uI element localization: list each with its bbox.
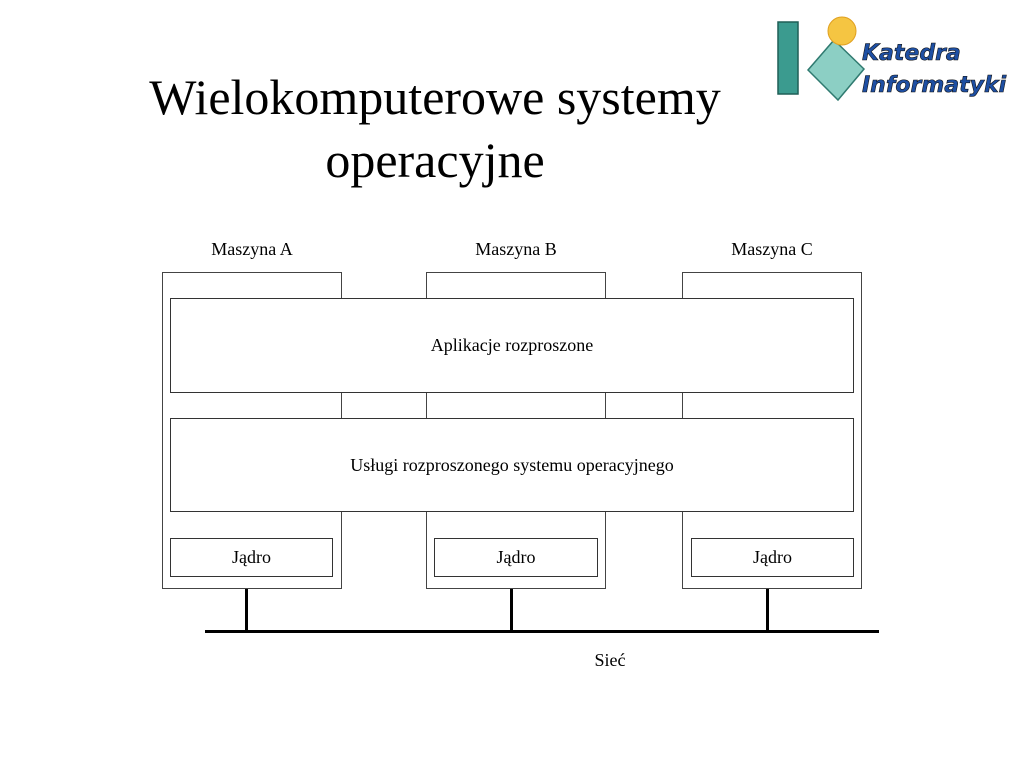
network-link-a xyxy=(245,589,248,632)
slide-title: Wielokomputerowe systemy operacyjne xyxy=(149,69,721,188)
logo-bar xyxy=(777,21,799,95)
katedra-logo xyxy=(777,16,866,102)
distributed-applications-label: Aplikacje rozproszone xyxy=(430,335,594,355)
distributed-os-services-label: Usługi rozproszonego systemu operacyjneg… xyxy=(350,454,674,475)
kernel-a-label: Jądro xyxy=(232,547,271,567)
kernel-b: Jądro xyxy=(434,538,598,577)
kernel-c: Jądro xyxy=(691,538,854,577)
machine-label-a: Maszyna A xyxy=(211,239,293,259)
logo-text-informatyki: Informatyki xyxy=(862,73,1007,98)
network-bus-line xyxy=(205,630,879,633)
logo-diamond xyxy=(806,38,866,102)
network-link-c xyxy=(766,589,769,632)
distributed-applications-layer: Aplikacje rozproszone xyxy=(170,298,854,393)
network-label: Sieć xyxy=(594,650,626,670)
kernel-a: Jądro xyxy=(170,538,333,577)
distributed-os-services-layer: Usługi rozproszonego systemu operacyjneg… xyxy=(170,418,854,512)
machine-label-b: Maszyna B xyxy=(475,239,557,259)
machine-label-c: Maszyna C xyxy=(731,239,813,259)
kernel-b-label: Jądro xyxy=(496,547,536,567)
logo-text-katedra: Katedra xyxy=(862,41,961,66)
kernel-c-label: Jądro xyxy=(753,547,792,567)
logo-sun xyxy=(827,16,857,46)
network-link-b xyxy=(510,589,513,632)
